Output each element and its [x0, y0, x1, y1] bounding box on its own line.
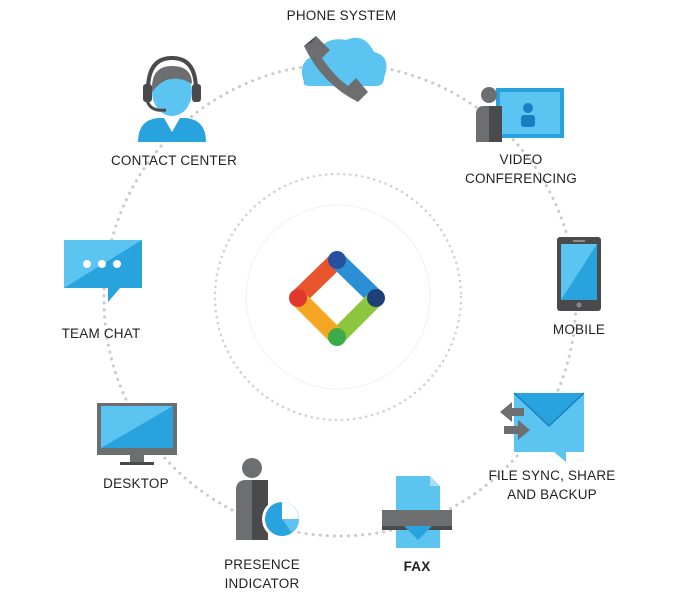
- fax-icon: [382, 476, 452, 548]
- node-label-mobile: MOBILE: [552, 322, 606, 337]
- node-label-phone-system: PHONE SYSTEM: [286, 8, 397, 23]
- presence-person-icon: [236, 458, 302, 540]
- envelope-sync-icon: [500, 392, 585, 462]
- diamond-logo-icon: [289, 251, 385, 346]
- node-label-team-chat: TEAM CHAT: [61, 326, 141, 341]
- desktop-monitor-icon: [97, 403, 177, 465]
- headset-agent-icon: [138, 55, 206, 142]
- node-label-desktop: DESKTOP: [103, 476, 169, 491]
- node-label-contact-center: CONTACT CENTER: [110, 153, 238, 168]
- chat-bubble-icon: [64, 240, 142, 302]
- node-label-fax: FAX: [403, 559, 431, 574]
- node-label-presence-indicator: PRESENCE INDICATOR: [224, 557, 300, 591]
- node-label-video-conferencing: VIDEO CONFERENCING: [465, 152, 577, 186]
- mobile-phone-icon: [557, 237, 601, 311]
- inner-faint-ring: [245, 204, 431, 390]
- node-label-file-sync: FILE SYNC, SHARE AND BACKUP: [488, 468, 616, 502]
- inner-dotted-ring: [213, 172, 463, 422]
- cloud-phone-icon: [301, 36, 387, 102]
- video-conference-icon: [476, 87, 564, 142]
